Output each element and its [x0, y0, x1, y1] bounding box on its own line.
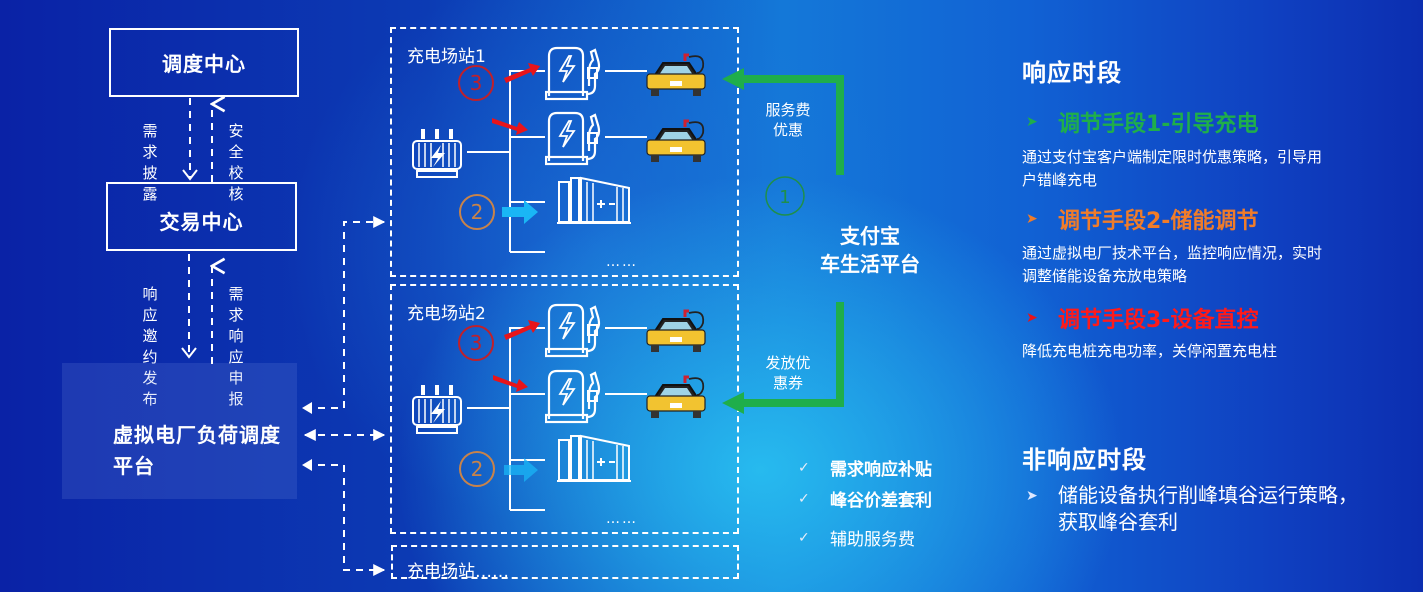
check-icon: ✓	[798, 459, 810, 476]
method-1-title: 调节手段1-引导充电	[1058, 112, 1259, 137]
electric-car-icon	[645, 375, 707, 420]
check-icon: ✓	[798, 490, 810, 507]
marker-3-text: 3	[470, 331, 483, 355]
station-1-graphics: 3 2	[411, 46, 707, 253]
method-1-description: 通过支付宝客户端制定限时优惠策略，引导用户错峰充电	[1022, 148, 1323, 189]
response-invitation-label: 响应邀约发布	[142, 285, 158, 408]
ev-charger-icon	[545, 369, 601, 424]
dispatch-center-box: 调度中心	[109, 28, 299, 97]
marker-2-circle	[459, 194, 495, 230]
alipay-arrows: 1	[722, 68, 844, 414]
method-3-title: 调节手段3-设备直控	[1058, 308, 1259, 333]
benefit-label: 峰谷价差套利	[830, 491, 932, 511]
trading-center-label: 交易中心	[159, 210, 244, 234]
coupon-arrow	[740, 302, 844, 407]
response-declaration-label: 需求响应申报	[228, 285, 244, 408]
alipay-platform-title: 支付宝 车生活平台	[800, 222, 940, 278]
security-check-label: 安全校核	[228, 122, 244, 203]
vpp-platform-panel	[62, 363, 297, 499]
service-fee-discount-label: 服务费优惠	[765, 101, 811, 139]
red-arrow-icon	[504, 63, 540, 83]
method-2-title: 调节手段2-储能调节	[1058, 209, 1259, 234]
pointer-arrow-icon: ➤	[1026, 114, 1038, 130]
pointer-arrow-icon: ➤	[1026, 310, 1038, 326]
electric-car-icon	[645, 53, 707, 98]
ev-charger-icon	[545, 46, 601, 101]
transformer-icon	[411, 383, 463, 435]
benefit-item: ✓ 峰谷价差套利	[798, 486, 932, 512]
pointer-arrow-icon: ➤	[1026, 488, 1038, 504]
method-3-description: 降低充电桩充电功率，关停闲置充电柱	[1022, 342, 1278, 360]
station-2-label: 充电场站2	[407, 304, 486, 324]
green-arrow-head-icon	[722, 392, 744, 414]
alipay-title-line2: 车生活平台	[820, 252, 920, 276]
arrow-left-icon	[302, 402, 312, 414]
chevron-down-icon	[182, 169, 198, 181]
marker-2-circle	[459, 451, 495, 487]
battery-container-icon	[557, 435, 631, 482]
marker-1-circle	[765, 176, 805, 216]
method-2-description: 通过虚拟电厂技术平台，监控响应情况，实时调整储能设备充放电策略	[1022, 244, 1323, 285]
marker-1-text: 1	[779, 187, 790, 208]
green-arrow-head-icon	[722, 68, 744, 90]
station-2-graphics: 3 2	[411, 303, 707, 511]
chevron-down-icon	[181, 347, 197, 359]
dispatch-center-label: 调度中心	[162, 52, 246, 76]
benefit-item: ✓ 需求响应补贴	[798, 455, 932, 481]
benefit-label: 需求响应补贴	[830, 460, 932, 480]
charging-station-1	[390, 27, 739, 277]
issue-coupons-label: 发放优惠券	[765, 354, 811, 392]
vpp-station-more-link	[343, 465, 386, 576]
marker-3-circle	[458, 65, 494, 101]
vpp-platform-title: 虚拟电厂负荷调度平台	[113, 423, 281, 478]
service-fee-arrow	[740, 75, 844, 175]
cyan-arrow-icon	[502, 200, 538, 224]
marker-2-text: 2	[471, 457, 484, 481]
red-arrow-icon	[504, 320, 540, 340]
demand-disclosure-label: 需求披露	[142, 122, 158, 203]
station-2-ellipsis: ……	[606, 511, 638, 527]
charging-station-more	[391, 545, 739, 579]
method-1: ➤ 调节手段1-引导充电	[1026, 106, 1258, 138]
response-period-title: 响应时段	[1022, 59, 1122, 87]
cyan-arrow-icon	[504, 458, 538, 482]
non-response-item: ➤ 储能设备执行削峰填谷运行策略，获取峰谷套利	[1026, 482, 1358, 536]
red-arrow-icon	[492, 118, 528, 135]
vpp-station-connectors	[303, 216, 386, 576]
electric-car-icon	[645, 119, 707, 164]
trading-center-box: 交易中心	[106, 182, 297, 251]
vpp-station1-link	[343, 216, 386, 408]
benefit-label: 辅助服务费	[830, 530, 915, 550]
alipay-title-line1: 支付宝	[840, 224, 900, 248]
red-arrow-icon	[493, 375, 528, 392]
marker-3-circle	[458, 325, 494, 361]
electric-car-icon	[645, 309, 707, 354]
ev-charger-icon	[545, 303, 601, 358]
station-1-ellipsis: ……	[606, 254, 638, 270]
arrow-left-icon	[302, 459, 312, 471]
marker-3-text: 3	[470, 71, 483, 95]
check-icon: ✓	[798, 529, 810, 546]
non-response-period-title: 非响应时段	[1022, 446, 1147, 474]
ev-charger-icon	[545, 111, 601, 166]
transformer-icon	[411, 127, 463, 179]
method-3: ➤ 调节手段3-设备直控	[1026, 302, 1258, 334]
non-response-text: 储能设备执行削峰填谷运行策略，获取峰谷套利	[1058, 483, 1358, 534]
left-connectors	[188, 98, 212, 364]
marker-2-text: 2	[471, 200, 484, 224]
method-2: ➤ 调节手段2-储能调节	[1026, 203, 1258, 235]
station-more-label: 充电场站……	[407, 562, 509, 582]
station-1-label: 充电场站1	[407, 47, 486, 67]
battery-container-icon	[557, 177, 631, 224]
pointer-arrow-icon: ➤	[1026, 211, 1038, 227]
benefit-item: ✓ 辅助服务费	[798, 525, 915, 551]
